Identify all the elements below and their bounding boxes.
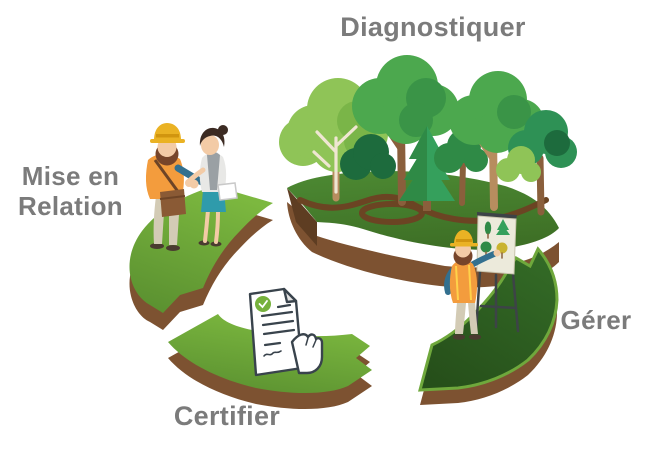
arc-side-brown bbox=[287, 202, 559, 288]
client-person bbox=[185, 125, 238, 247]
tree-icon bbox=[449, 71, 544, 211]
arc-side-shadow bbox=[287, 188, 317, 246]
label-mise-en-relation: Mise en Relation bbox=[18, 161, 123, 221]
bush-icon bbox=[496, 146, 541, 182]
arc-top-gerer bbox=[418, 246, 559, 392]
arc-segment-gerer bbox=[418, 246, 559, 405]
label-gerer: Gérer bbox=[560, 305, 632, 335]
certificate-icon bbox=[248, 287, 324, 377]
handshake-people-illustration bbox=[145, 123, 238, 251]
forester-person bbox=[145, 123, 206, 251]
check-badge-icon bbox=[255, 296, 271, 312]
arc-segment-diagnostiquer bbox=[279, 55, 577, 288]
arc-top-mise-en-relation bbox=[129, 186, 273, 313]
forester-presenter-person bbox=[444, 230, 501, 340]
label-certifier: Certifier bbox=[173, 401, 281, 431]
forest-trail-loop bbox=[359, 201, 425, 225]
label-diagnostiquer: Diagnostiquer bbox=[340, 12, 526, 42]
bush-icon bbox=[340, 134, 396, 180]
forest-illustration bbox=[279, 55, 577, 216]
forester-easel-illustration bbox=[444, 212, 520, 340]
pine-tree-icon bbox=[399, 126, 455, 211]
tree-icon bbox=[352, 55, 459, 206]
arc-segment-mise-en-relation bbox=[129, 186, 273, 330]
